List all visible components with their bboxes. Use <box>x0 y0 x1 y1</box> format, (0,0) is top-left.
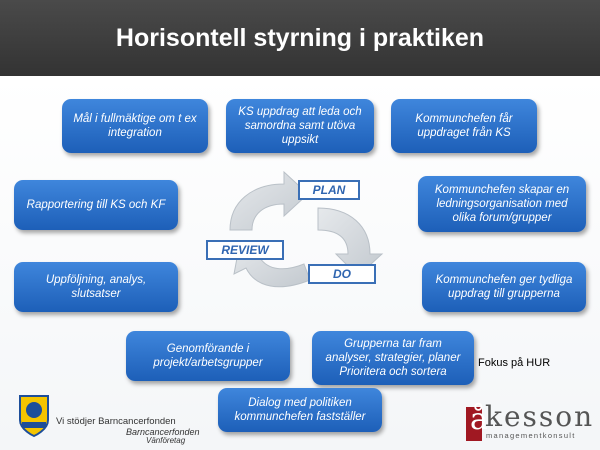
support-text: Vi stödjer Barncancerfonden <box>56 416 176 427</box>
box-kc-ger: Kommunchefen ger tydliga uppdrag till gr… <box>422 262 586 312</box>
box-ks-uppdrag: KS uppdrag att leda och samordna samt ut… <box>226 99 374 153</box>
fokus-text: Fokus på HUR <box>478 357 551 369</box>
akesson-logo-initial: å <box>470 402 488 437</box>
box-rapportering: Rapportering till KS och KF <box>14 180 178 230</box>
box-uppfoljning: Uppföljning, analys, slutsatser <box>14 262 178 312</box>
akesson-logo-mark <box>466 407 482 441</box>
box-genomforande: Genomförande i projekt/arbetsgrupper <box>126 331 290 381</box>
foundation-text: Barncancerfonden <box>126 427 200 437</box>
barncancerfonden-logo <box>16 392 52 443</box>
box-grupperna: Grupperna tar fram analyser, strategier,… <box>312 331 474 385</box>
review-label: REVIEW <box>206 240 284 260</box>
akesson-logo-word: kesson <box>485 400 595 433</box>
do-label: DO <box>308 264 376 284</box>
cycle-arrow-top <box>229 170 309 231</box>
box-mal: Mål i fullmäktige om t ex integration <box>62 99 208 153</box>
title-bar: Horisontell styrning i praktiken <box>0 0 600 76</box>
foundation-sub-text: Vänföretag <box>146 436 186 445</box>
box-dialog: Dialog med politiken kommunchefen fastst… <box>218 388 382 432</box>
slide-title: Horisontell styrning i praktiken <box>115 24 485 52</box>
box-kc-uppdraget: Kommunchefen får uppdraget från KS <box>391 99 537 153</box>
plan-label: PLAN <box>298 180 360 200</box>
box-kc-skapar: Kommunchefen skapar en ledningsorganisat… <box>418 176 586 232</box>
pdr-cycle: PLAN REVIEW DO <box>200 168 400 303</box>
akesson-logo-tagline: managementkonsult <box>486 431 576 440</box>
